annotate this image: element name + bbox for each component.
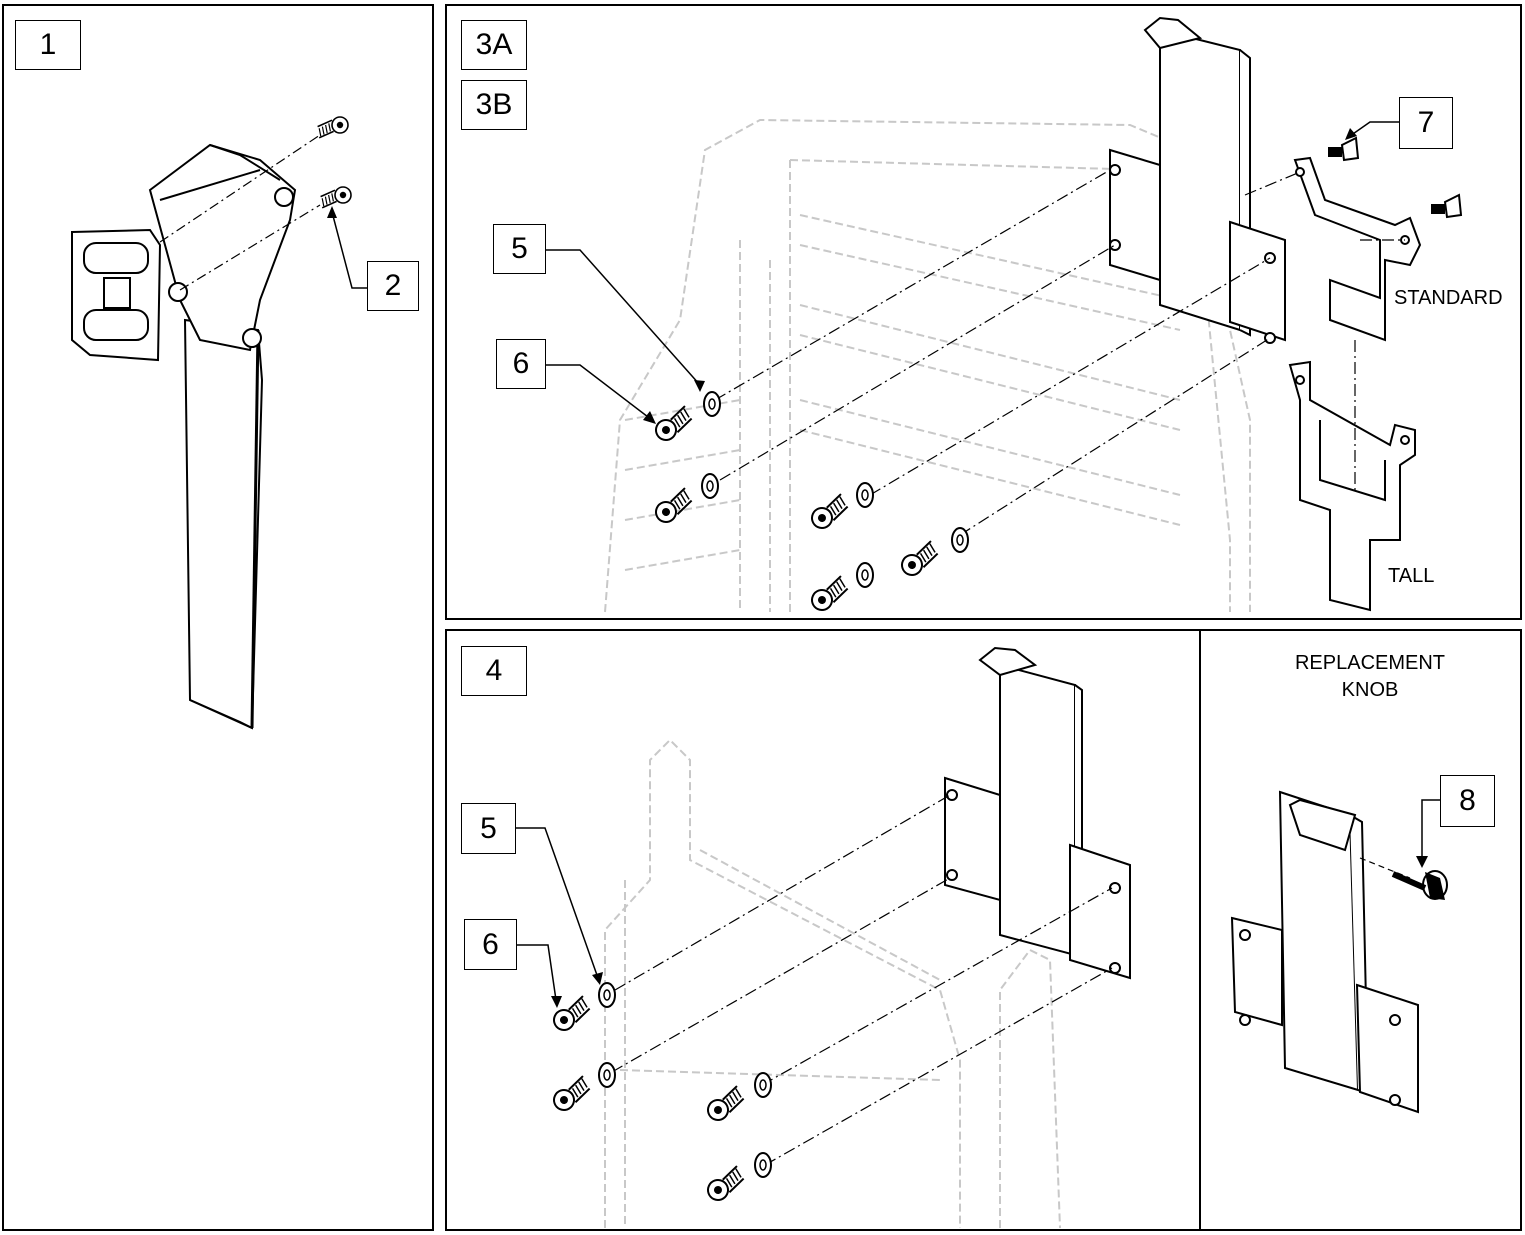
callout-5-top: 5	[493, 224, 546, 274]
flat-washer	[598, 1062, 616, 1088]
flat-washer	[856, 562, 874, 588]
button-head-screw	[650, 486, 697, 526]
knob-bracket	[1230, 790, 1419, 1114]
flat-head-screw	[1328, 136, 1360, 162]
callout-3a: 3A	[461, 20, 527, 70]
replacement-knob-title: REPLACEMENT KNOB	[1260, 652, 1480, 702]
callout-6-top: 6	[496, 339, 546, 389]
ghost-back-frame	[604, 118, 1251, 613]
callout-6-bottom: 6	[464, 919, 517, 970]
armrest-part	[71, 143, 297, 730]
button-head-screw	[806, 492, 853, 532]
cap-screw	[316, 116, 349, 139]
flat-washer	[951, 527, 969, 553]
flat-washer	[703, 391, 721, 417]
replacement-knob-title-line1: REPLACEMENT	[1294, 652, 1446, 674]
armrest-receiver-bracket	[1109, 16, 1286, 344]
flat-head-screw	[1431, 193, 1463, 219]
leader-2	[331, 211, 368, 289]
callout-7: 7	[1399, 97, 1453, 149]
standard-bracket	[1293, 156, 1422, 342]
replacement-knob-title-line2: KNOB	[1341, 679, 1399, 701]
callout-5-bottom: 5	[461, 803, 516, 854]
ghost-frame-4	[604, 738, 1061, 1229]
flat-washer	[598, 982, 616, 1008]
cap-screw	[319, 186, 352, 209]
button-head-screw	[896, 539, 943, 579]
button-head-screw	[806, 574, 853, 614]
flat-washer	[701, 473, 719, 499]
button-head-screw	[702, 1084, 749, 1124]
flat-washer	[754, 1072, 772, 1098]
flat-washer	[856, 482, 874, 508]
callout-8: 8	[1440, 775, 1495, 827]
callout-1: 1	[15, 20, 81, 70]
replacement-knob-part	[1391, 870, 1448, 900]
callout-3b: 3B	[461, 80, 527, 130]
callout-4: 4	[461, 646, 527, 696]
armrest-receiver-bracket-4	[944, 646, 1131, 980]
button-head-screw	[702, 1164, 749, 1204]
callout-2: 2	[367, 261, 419, 311]
tall-bracket	[1288, 360, 1416, 612]
button-head-screw	[548, 1074, 595, 1114]
label-standard: STANDARD	[1394, 287, 1503, 309]
label-tall: TALL	[1388, 565, 1435, 587]
flat-washer	[754, 1152, 772, 1178]
